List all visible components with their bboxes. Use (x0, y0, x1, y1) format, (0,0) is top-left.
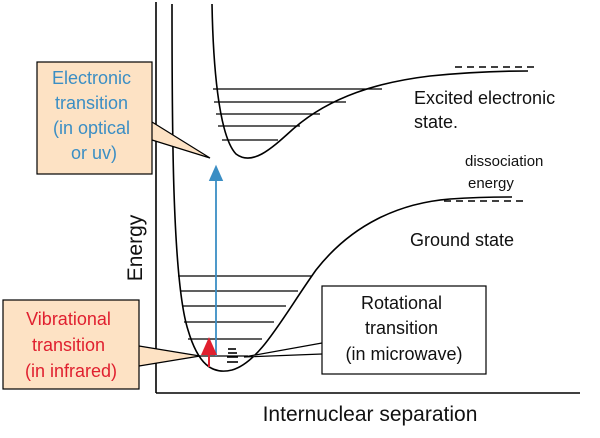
electronic-callout-line: or uv) (71, 143, 117, 163)
vibrational-callout-text: Vibrational transition (in infrared) (25, 309, 117, 381)
excited-state-curve (211, 3, 529, 159)
vibrational-callout-line: transition (32, 335, 105, 355)
rotational-callout-pointer (243, 342, 323, 358)
ground-state-curve (171, 3, 513, 372)
rotational-callout-line: (in microwave) (345, 344, 462, 364)
vibrational-callout-line: (in infrared) (25, 361, 117, 381)
x-axis-label: Internuclear separation (263, 403, 478, 426)
dissociation-label-line: energy (468, 175, 514, 192)
excited-vibrational-levels (213, 88, 382, 141)
electronic-callout-box (36, 61, 153, 175)
vibrational-callout-pointer (138, 345, 201, 367)
dissociation-label-line: dissociation (465, 153, 543, 170)
y-axis-label: Energy (124, 214, 147, 281)
electronic-callout-text: Electronic transition (in optical or uv) (52, 68, 136, 163)
excited-state-label: Excited electronic state. (414, 88, 560, 132)
rotational-sublevels (227, 348, 238, 363)
rotational-callout-box (321, 285, 487, 375)
rotational-callout-line: transition (365, 318, 438, 338)
ground-state-label: Ground state (410, 230, 514, 250)
excited-state-label-line: state. (414, 112, 458, 132)
electronic-callout-line: Electronic (52, 68, 131, 88)
vibrational-callout-box (2, 299, 140, 390)
electronic-callout-pointer (151, 121, 211, 159)
ground-vibrational-levels (178, 275, 312, 357)
electronic-callout-line: (in optical (53, 118, 130, 138)
electronic-callout-line: transition (55, 93, 128, 113)
dissociation-energy-label: dissociation energy (465, 153, 548, 192)
rotational-callout-text: Rotational transition (in microwave) (345, 293, 462, 364)
excited-state-label-line: Excited electronic (414, 88, 555, 108)
rotational-callout-line: Rotational (361, 293, 442, 313)
vibrational-callout-line: Vibrational (26, 309, 111, 329)
